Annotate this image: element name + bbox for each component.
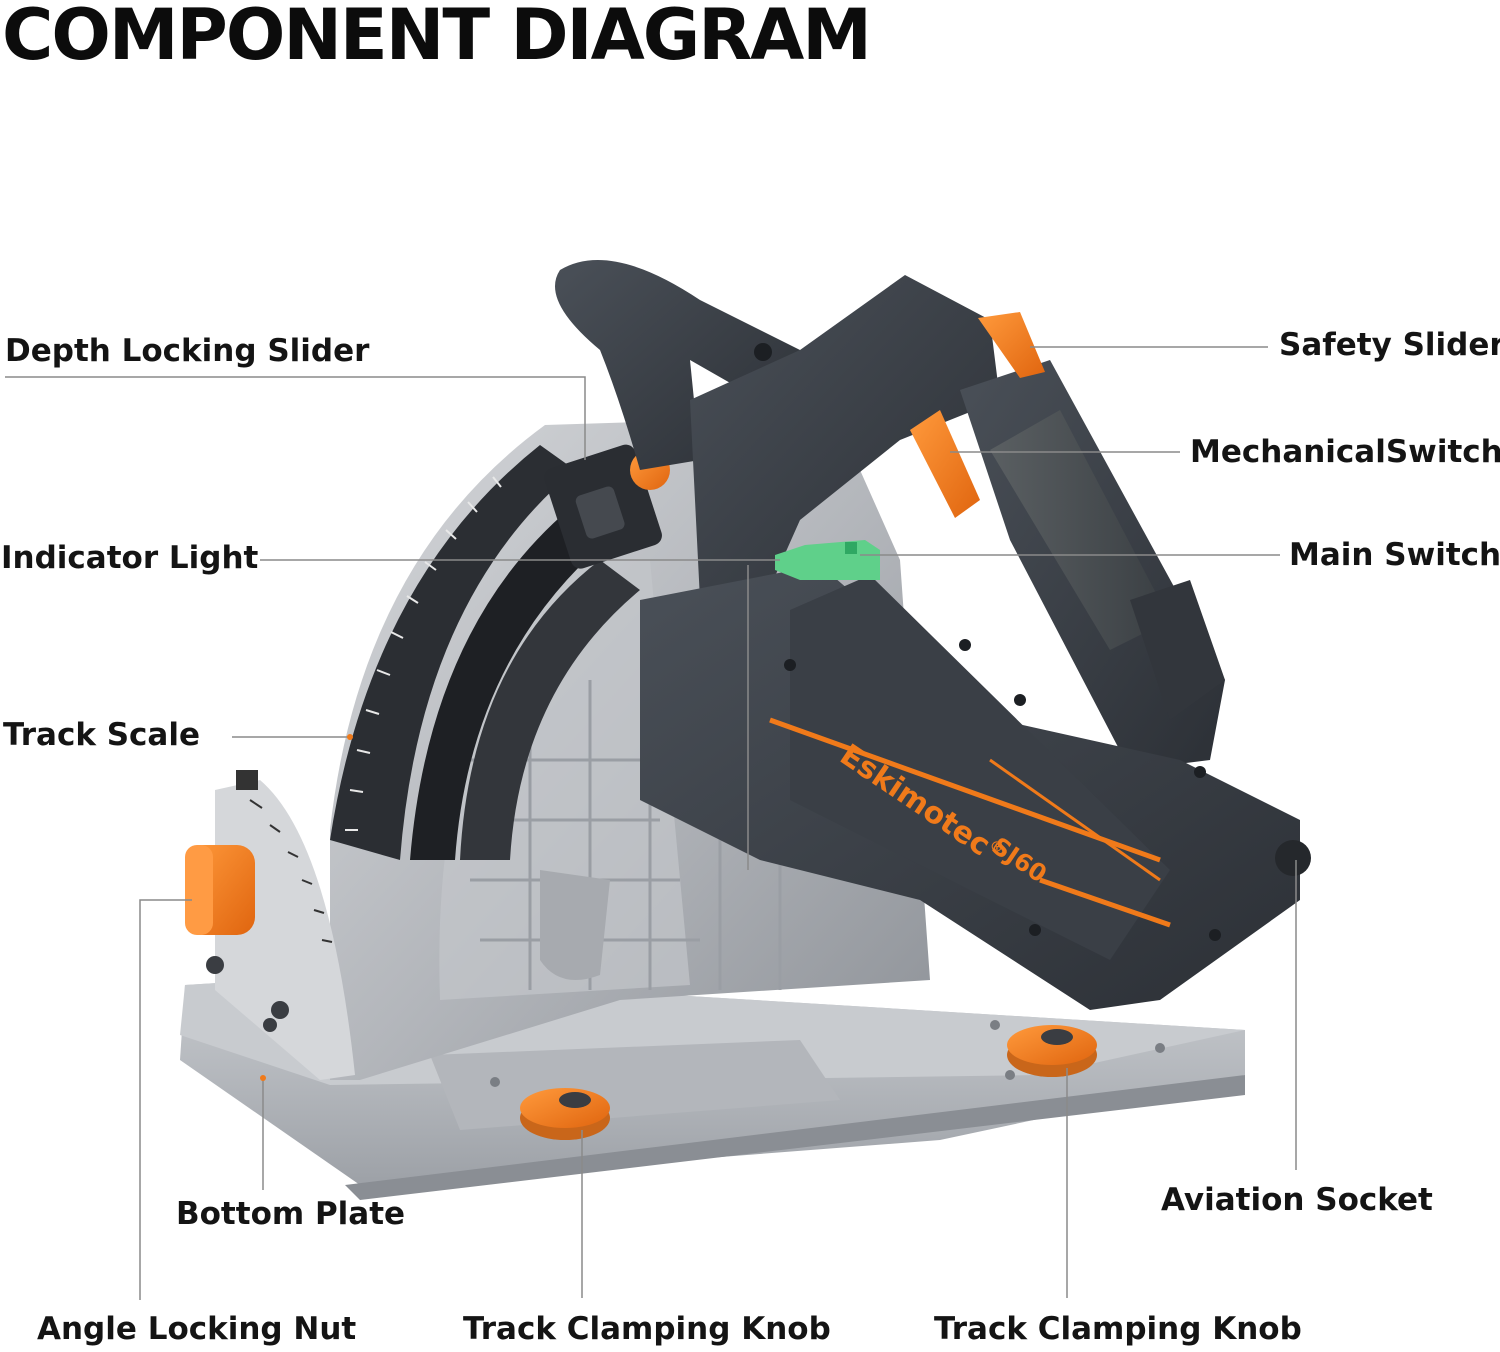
label-mechanical-switch: MechanicalSwitch <box>1190 434 1500 470</box>
label-track-clamping-knob-right: Track Clamping Knob <box>934 1311 1302 1347</box>
label-main-switch: Main Switch <box>1289 537 1500 573</box>
label-angle-locking-nut: Angle Locking Nut <box>37 1311 356 1347</box>
leader-depth-locking-slider <box>5 377 585 460</box>
label-indicator-light: Indicator Light <box>1 540 258 576</box>
label-track-clamping-knob-left: Track Clamping Knob <box>463 1311 831 1347</box>
label-safety-slider: Safety Slider <box>1279 327 1500 363</box>
label-bottom-plate: Bottom Plate <box>176 1196 405 1232</box>
leader-angle-locking-nut <box>140 900 192 1300</box>
label-depth-locking-slider: Depth Locking Slider <box>5 333 369 369</box>
label-track-scale: Track Scale <box>3 717 200 753</box>
label-aviation-socket: Aviation Socket <box>1161 1182 1433 1218</box>
